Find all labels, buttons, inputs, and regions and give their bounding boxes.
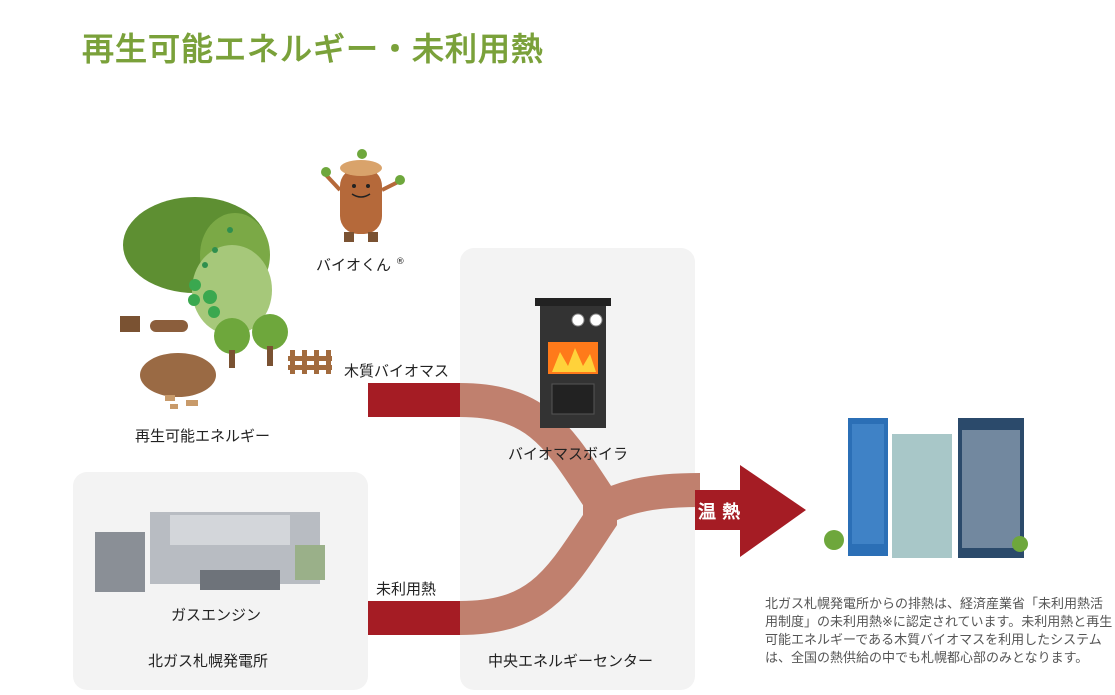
fence-illustration [288,350,332,374]
description-text: 北ガス札幌発電所からの排熱は、経済産業省「未利用熱活用制度」の未利用熱※に認定さ… [765,597,1113,666]
biokun-mascot-illustration [321,149,405,242]
mascot-label: バイオくん ® [316,254,405,275]
registered-mark: ® [395,257,405,267]
biomass-boiler-illustration [535,298,611,428]
logs-illustration [120,316,188,332]
merged-flow-pipe [590,473,701,526]
page-title: 再生可能エネルギー・未利用熱 [82,30,545,68]
biomass-flow-pipe [459,383,617,510]
hot-heat-label: 温 熱 [698,502,741,523]
unused-heat-input-pipe [368,601,460,635]
energy-center-label: 中央エネルギーセンター [488,652,654,670]
biomass-input-pipe [368,383,460,417]
woody-biomass-label: 木質バイオマス [344,362,450,380]
buildings-illustration [824,418,1028,558]
biomass-boiler-label: バイオマスボイラ [508,445,629,463]
mascot-name: バイオくん [316,256,392,274]
gas-engine-illustration [95,512,325,592]
trees-illustration [214,314,288,368]
hot-heat-arrow [695,465,806,557]
unused-heat-label: 未利用熱 [376,580,437,598]
gas-engine-label: ガスエンジン [171,606,262,624]
wood-chips-illustration [140,353,216,409]
plant-label: 北ガス札幌発電所 [148,652,269,670]
hills-illustration [123,197,272,335]
renewable-label: 再生可能エネルギー [135,427,271,445]
unused-heat-flow-pipe [459,510,617,635]
